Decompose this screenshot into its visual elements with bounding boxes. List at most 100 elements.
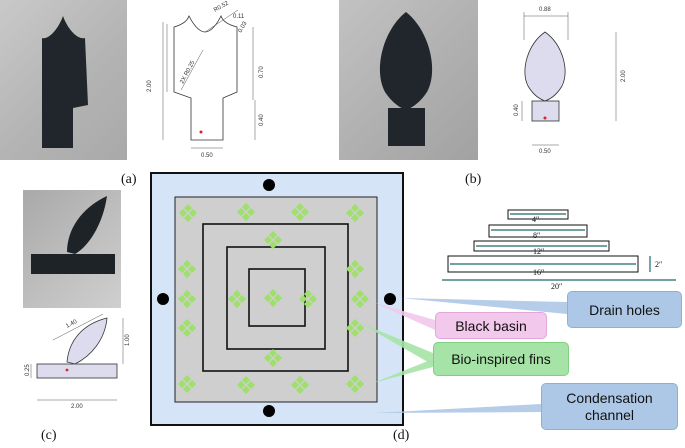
fin-leaf — [301, 208, 309, 216]
fin-leaf — [269, 359, 277, 367]
cad-drawing-b: 0.88 2.00 0.40 0.50 — [514, 7, 627, 155]
fin-leaf — [351, 270, 359, 278]
fin-leaf — [188, 380, 196, 388]
fin-leaf — [291, 381, 299, 389]
fin-leaf — [351, 375, 359, 383]
dim-b-0: 0.88 — [539, 7, 551, 13]
bio-inspired-fins — [178, 203, 369, 394]
panel-label-b: (b) — [465, 172, 482, 187]
fin-leaf — [188, 295, 196, 303]
step-side-view: 4″ 8″ 12″ 16″ 20″ 2″ — [442, 209, 676, 290]
fin-cluster — [178, 319, 196, 337]
fin-leaf — [183, 290, 191, 298]
fin-leaf — [269, 231, 277, 239]
dim-a-2: 2.00 — [147, 80, 153, 92]
dim-c-3: 2.00 — [71, 404, 83, 410]
fin-cluster — [346, 204, 364, 222]
radius-a-side: 2X R0.25 — [179, 59, 196, 84]
fin-leaf — [356, 209, 364, 217]
fin-cluster — [264, 289, 282, 307]
fin-leaf — [188, 324, 196, 332]
fin-leaf — [178, 324, 186, 332]
dim-c-2: 0.25 — [25, 364, 31, 376]
fin-leaf — [233, 300, 241, 308]
fin-leaf — [264, 354, 272, 362]
fin-leaf — [351, 214, 359, 222]
fin-leaf — [269, 241, 277, 249]
step-width-3: 12″ — [533, 247, 544, 256]
fin-leaf — [228, 295, 236, 303]
fin-leaf — [247, 381, 255, 389]
fin-leaf — [269, 289, 277, 297]
fin-leaf — [183, 385, 191, 393]
fin-leaf — [183, 375, 191, 383]
fin-cluster — [291, 376, 309, 394]
step-width-4: 16″ — [533, 268, 544, 277]
cad-drawing-c: 1.40 1.00 0.25 2.00 — [25, 313, 131, 410]
step-ring-3 — [202, 223, 349, 372]
fin-leaf — [296, 203, 304, 211]
fin-leaf — [351, 329, 359, 337]
fin-cluster — [178, 260, 196, 278]
dim-b-3: 0.50 — [539, 149, 551, 155]
fin-leaf — [237, 208, 245, 216]
photo-c — [23, 190, 121, 308]
fin-cluster — [178, 290, 196, 308]
fin-leaf — [346, 324, 354, 332]
fin-leaf — [351, 319, 359, 327]
fin-leaf — [296, 386, 304, 394]
fin-leaf — [264, 294, 272, 302]
fin-cluster — [264, 231, 282, 249]
fin-leaf — [309, 295, 317, 303]
fin-leaf — [351, 260, 359, 268]
fin-leaf — [356, 380, 364, 388]
drain-hole-top — [263, 179, 275, 191]
fin-leaf — [242, 213, 250, 221]
fin-cluster — [351, 290, 369, 308]
fin-leaf — [183, 260, 191, 268]
fin-leaf — [183, 329, 191, 337]
drain-hole-left — [157, 293, 169, 305]
panel-label-a: (a) — [121, 172, 137, 187]
fin-leaf — [178, 265, 186, 273]
fin-leaf — [291, 208, 299, 216]
fin-leaf — [351, 385, 359, 393]
panel-label-c: (c) — [41, 428, 57, 443]
photo-a — [0, 0, 127, 160]
fin-leaf — [304, 300, 312, 308]
fin-leaf — [247, 208, 255, 216]
callout-bio-inspired-fins: Bio-inspired fins — [433, 342, 569, 376]
photo-b — [339, 0, 478, 160]
fin-leaf — [183, 270, 191, 278]
fin-leaf — [184, 214, 192, 222]
dim-a-4: 0.40 — [259, 114, 265, 126]
dim-b-2: 0.40 — [514, 104, 520, 116]
fin-leaf — [183, 300, 191, 308]
fin-cutout-shape-b — [379, 12, 433, 146]
step-height: 2″ — [655, 260, 662, 269]
fin-cluster — [179, 204, 197, 222]
dim-a-3: 0.70 — [259, 66, 265, 78]
callout-drain-holes: Drain holes — [567, 291, 682, 328]
fin-leaf — [183, 319, 191, 327]
fin-leaf — [274, 354, 282, 362]
fin-leaf — [264, 236, 272, 244]
fin-leaf — [178, 295, 186, 303]
fin-leaf — [178, 380, 186, 388]
dim-a-1: 0.03 — [238, 20, 249, 34]
fin-cluster — [346, 260, 364, 278]
step-ring-2 — [226, 246, 326, 350]
callout-condensation-channel: Condensation channel — [541, 383, 678, 430]
fin-leaf — [356, 300, 364, 308]
fin-cluster — [291, 203, 309, 221]
fin-leaf — [238, 295, 246, 303]
fin-cutout-shape-a — [42, 16, 88, 148]
fin-cluster — [346, 375, 364, 393]
fin-cutout-shape-c — [31, 196, 115, 274]
step-2 — [488, 224, 588, 238]
dim-b-1: 2.00 — [621, 70, 627, 82]
dim-a-0: 0.11 — [233, 14, 245, 20]
fin-leaf — [296, 376, 304, 384]
fin-leaf — [356, 290, 364, 298]
panel-label-d: (d) — [393, 428, 410, 443]
